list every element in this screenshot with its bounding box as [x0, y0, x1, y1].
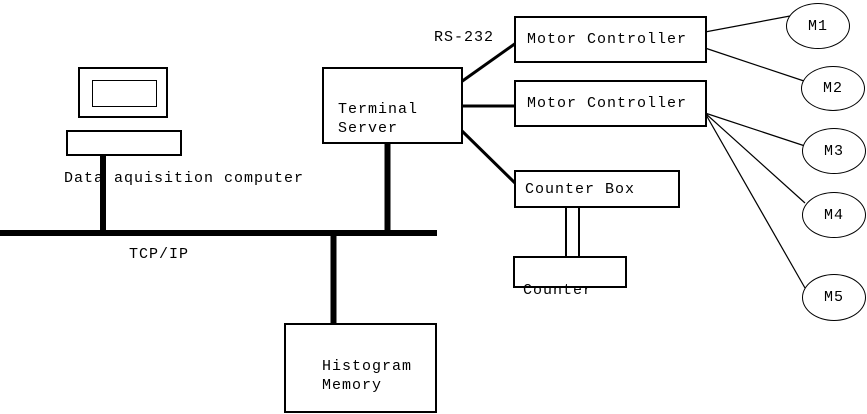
- motor-m4-ellipse: M4: [802, 192, 866, 238]
- rs-232-label: RS-232: [434, 29, 495, 46]
- terminal-server-to-counter-box-link: [459, 128, 518, 186]
- terminal-server-to-motor-controller-1-link: [460, 41, 517, 84]
- motor-controller-2-to-m5-link: [704, 112, 806, 289]
- motor-m3-ellipse: M3: [802, 128, 866, 174]
- tcp-ip-bus-label: TCP/IP: [129, 246, 190, 263]
- terminal-server-label: Terminal Server: [338, 101, 419, 137]
- motor-controller-1-box: Motor Controller: [514, 16, 707, 63]
- histogram-memory-box: Histogram Memory: [284, 323, 437, 413]
- motor-m4-label: M4: [823, 206, 844, 224]
- motor-m5-ellipse: M5: [802, 274, 866, 321]
- counter-box: Counter: [513, 256, 627, 299]
- counter-box-box: Counter Box: [514, 170, 680, 208]
- motor-controller-2-to-m3-link: [704, 112, 806, 147]
- motor-controller-2-label: Motor Controller: [527, 95, 688, 112]
- motor-m3-label: M3: [823, 142, 844, 160]
- counter-box-label: Counter Box: [525, 180, 636, 198]
- terminal-server-box: Terminal Server: [322, 67, 463, 144]
- motor-m1-ellipse: M1: [786, 3, 850, 49]
- data-acquisition-computer-label: Data aquisition computer: [64, 170, 305, 187]
- motor-controller-1-label: Motor Controller: [527, 31, 688, 48]
- computer-screen-icon: [92, 80, 157, 107]
- motor-m2-label: M2: [822, 80, 843, 97]
- motor-m5-label: M5: [823, 289, 844, 306]
- motor-m2-ellipse: M2: [801, 66, 865, 111]
- histogram-memory-label: Histogram Memory: [322, 358, 413, 394]
- motor-controller-2-to-m4-link: [704, 112, 806, 204]
- motor-m1-label: M1: [807, 17, 828, 35]
- motor-controller-1-to-m1-link: [704, 15, 791, 33]
- computer-keyboard-icon: [66, 130, 182, 156]
- motor-controller-2-box: Motor Controller: [514, 80, 707, 127]
- counter-label: Counter: [523, 282, 594, 299]
- motor-controller-1-to-m2-link: [704, 47, 805, 82]
